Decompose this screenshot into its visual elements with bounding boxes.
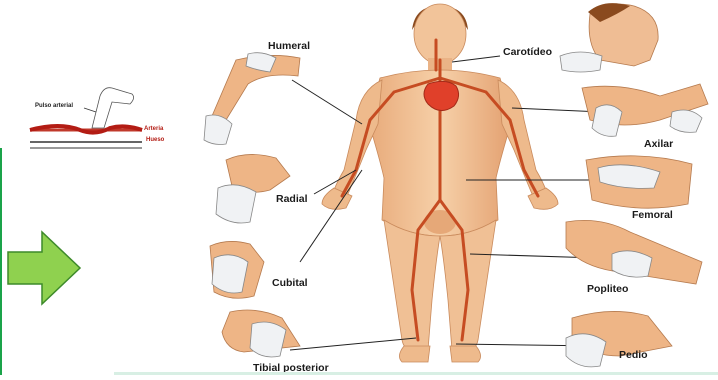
- inset-bone-label: Hueso: [146, 137, 164, 143]
- glove-icon: [566, 334, 606, 367]
- femoral-label: Femoral: [632, 209, 673, 221]
- inset-pointer: [84, 108, 96, 112]
- left-accent-bar: [0, 148, 2, 375]
- cubital-label: Cubital: [272, 277, 308, 289]
- glove-icon: [612, 251, 652, 277]
- axillary-label: Axilar: [644, 138, 673, 150]
- glove-icon: [250, 322, 286, 357]
- cubital-vignette: [210, 241, 264, 298]
- femoral-vignette: [586, 156, 692, 208]
- head: [414, 4, 466, 64]
- left-foot: [399, 346, 430, 362]
- glove-icon: [212, 255, 248, 293]
- popliteal-label: Popliteo: [587, 283, 628, 295]
- right-foot: [450, 346, 481, 362]
- carotid-vignette: [560, 3, 658, 72]
- inset-artery-label: Arteria: [144, 126, 163, 132]
- tibial-vignette: [222, 310, 300, 357]
- right-arrow-icon: [8, 232, 80, 304]
- radial-vignette: [216, 154, 290, 223]
- glove-icon: [204, 115, 232, 145]
- carotid-leader: [452, 56, 500, 62]
- humeral-vignette: [204, 53, 300, 145]
- glove-icon: [560, 52, 602, 72]
- humeral-label: Humeral: [268, 40, 310, 52]
- carotid-label: Carotídeo: [503, 46, 552, 58]
- popliteal-vignette: [566, 220, 702, 284]
- inset-pulse-label: Pulso arterial: [35, 103, 73, 109]
- glove-icon: [670, 110, 702, 132]
- pulse-inset: [30, 88, 142, 148]
- glove-icon: [592, 105, 622, 137]
- tibial-leader: [290, 338, 416, 350]
- humeral-leader: [292, 80, 362, 124]
- axillary-vignette: [582, 84, 708, 136]
- inset-finger-icon: [92, 88, 134, 128]
- radial-label: Radial: [276, 193, 308, 205]
- pedal-label: Pedio: [619, 349, 648, 361]
- glove-icon: [216, 185, 256, 223]
